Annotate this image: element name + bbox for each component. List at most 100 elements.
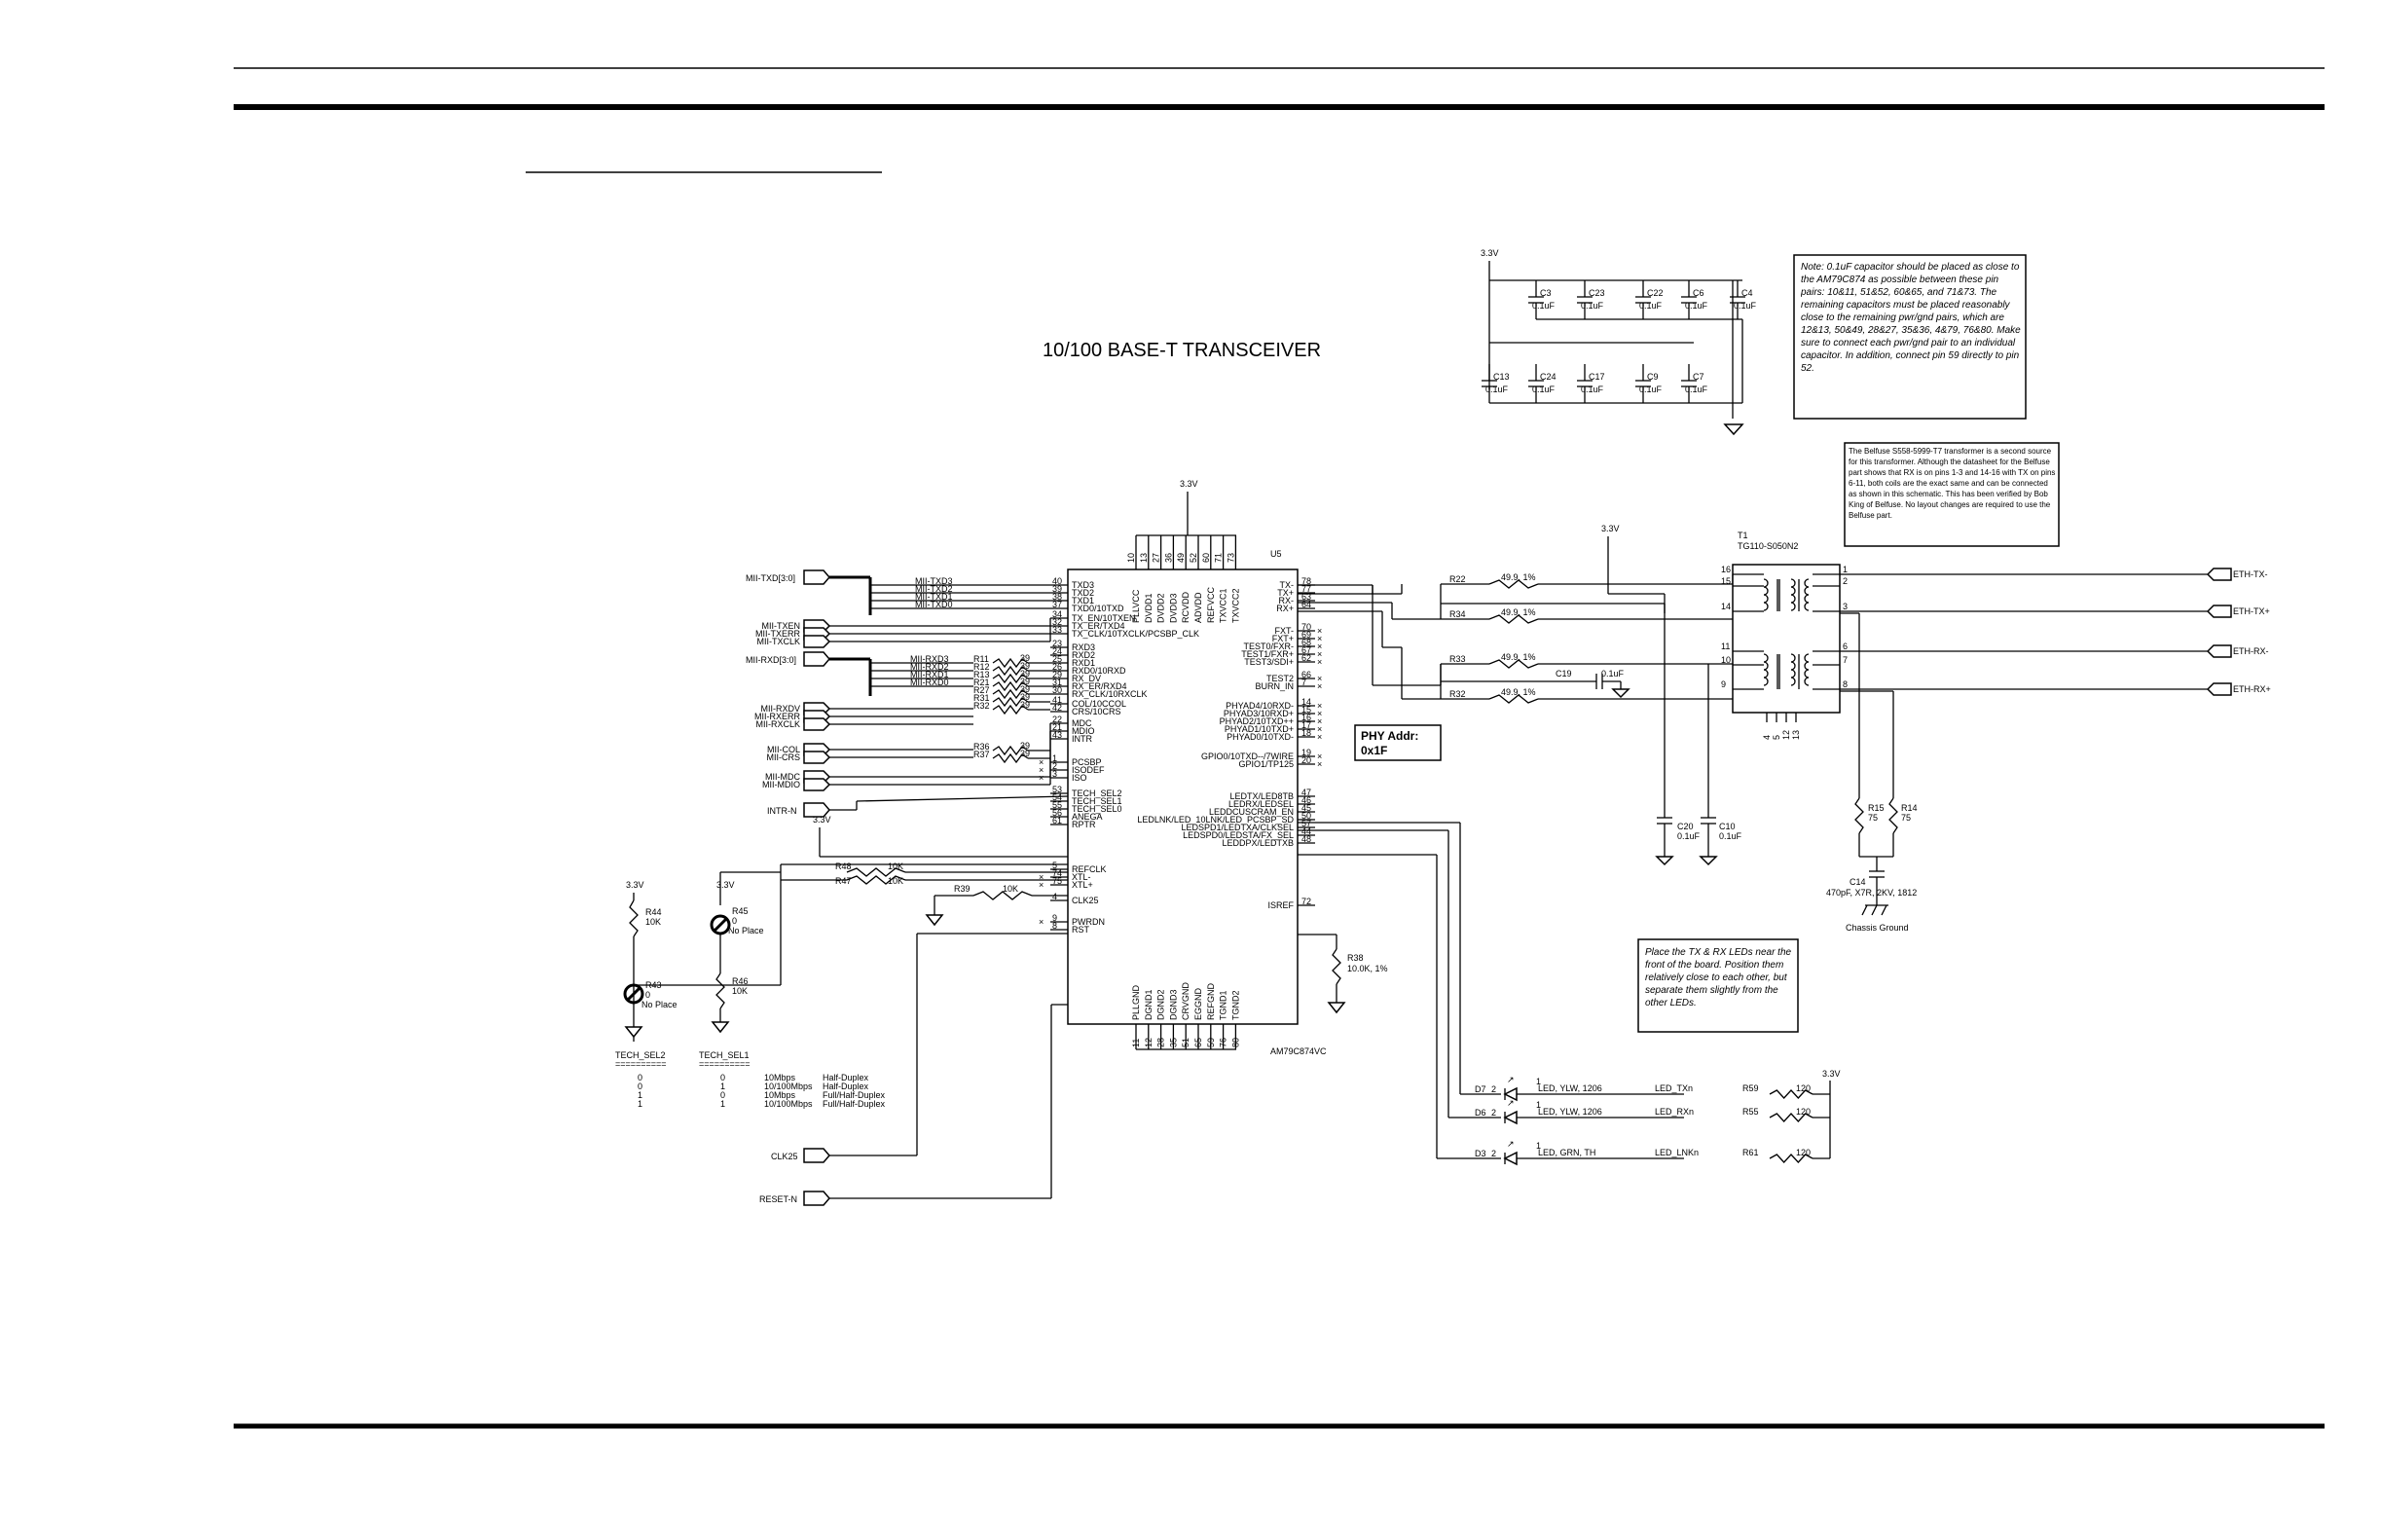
resistor-zigzag xyxy=(992,680,1029,692)
table-cell: Half-Duplex xyxy=(823,1073,869,1082)
xfmr-pin-number: 13 xyxy=(1791,730,1801,740)
no-connect-mark: × xyxy=(1317,752,1322,761)
table-cell: Full/Half-Duplex xyxy=(823,1090,886,1100)
svg-text:10K: 10K xyxy=(732,986,748,996)
svg-text:10.0K, 1%: 10.0K, 1% xyxy=(1347,964,1388,973)
chip-pin-label: MDC xyxy=(1072,718,1092,728)
resistor-value: 120 xyxy=(1796,1148,1811,1157)
xfmr-note-text: The Belfuse S558-5999-T7 transformer is … xyxy=(1849,447,2056,520)
chip-pin-label: RX+ xyxy=(1276,604,1294,613)
table-cell: 1 xyxy=(720,1082,725,1091)
chip-pin-label: DGND3 xyxy=(1168,989,1178,1020)
chip-pin-number: 62 xyxy=(1301,653,1311,663)
svg-text:0.1uF: 0.1uF xyxy=(1719,831,1742,841)
net-port-label: MII-TXCLK xyxy=(756,637,800,646)
no-connect-mark: × xyxy=(1317,681,1322,691)
chip-pin-label: PWRDN xyxy=(1072,917,1105,927)
chip-pin-label: LEDTX/LED8TB xyxy=(1229,791,1294,801)
net-port xyxy=(803,717,831,731)
cap-ref: C13 xyxy=(1493,372,1510,382)
chip-pin-label: DVDD1 xyxy=(1144,593,1154,623)
svg-text:U5: U5 xyxy=(1270,549,1282,559)
chip-pin-label: TEST0/FXR- xyxy=(1243,642,1294,651)
chip-pin-number: 39 xyxy=(1052,584,1062,594)
chip-pin-number: 14 xyxy=(1301,697,1311,707)
net-port-label: MII-COL xyxy=(767,745,800,754)
resistor-zigzag xyxy=(1769,1154,1813,1163)
chip-pin-label: PLLGND xyxy=(1131,984,1141,1020)
chip-pin-number: 20 xyxy=(1301,755,1311,765)
chip-pin-number: 1 xyxy=(1052,753,1057,763)
chip-pin-label: LEDSPD0/LEDSTA/FX_SEL xyxy=(1183,830,1294,840)
svg-text:0.1uF: 0.1uF xyxy=(1601,669,1625,678)
chip-pin-number: 8 xyxy=(1052,921,1057,931)
no-connect-mark: × xyxy=(1317,642,1322,651)
eth-port-label: ETH-RX+ xyxy=(2233,684,2271,694)
chip-pin-label: PHYAD2/10TXD++ xyxy=(1220,716,1294,726)
table-cell: 10/100Mbps xyxy=(764,1082,813,1091)
chip-pin-label: TX_ER/TXD4 xyxy=(1072,621,1125,631)
chip-pin-number: 48 xyxy=(1301,834,1311,844)
coil-winding xyxy=(1790,677,1796,686)
led-part: LED, GRN, TH xyxy=(1538,1148,1595,1157)
chip-pin-number: 21 xyxy=(1052,722,1062,732)
cap-ref: C23 xyxy=(1589,288,1605,298)
chip-pin-label: ADVDD xyxy=(1193,592,1203,623)
chip-pin-label: RST xyxy=(1072,925,1090,935)
svg-text:==========: ========== xyxy=(615,1059,667,1069)
led-pin-number: 1 xyxy=(1536,1141,1541,1151)
chip-pin-number: 31 xyxy=(1052,678,1062,687)
table-cell: 1 xyxy=(720,1099,725,1109)
chip-pin-number: 37 xyxy=(1052,600,1062,609)
svg-text:470pF, X7R, 2KV, 1812: 470pF, X7R, 2KV, 1812 xyxy=(1826,888,1917,898)
net-port-label: MII-RXERR xyxy=(754,712,801,721)
net-port-label: MII-RXCLK xyxy=(755,719,800,729)
svg-text:C10: C10 xyxy=(1719,822,1736,831)
chip-pin-label: TXVCC2 xyxy=(1230,588,1240,623)
table-cell: 0 xyxy=(638,1073,642,1082)
resistor-value: 39 xyxy=(1020,692,1030,702)
chip-pin-number: 70 xyxy=(1301,622,1311,632)
chip-pin-label: XTL+ xyxy=(1072,880,1093,890)
chip-pin-number: 68 xyxy=(1301,638,1311,647)
chip-pin-number: 54 xyxy=(1052,792,1062,802)
chip-pin-number: 46 xyxy=(1301,795,1311,805)
eth-ports: ETH-TX-ETH-TX+ETH-RX-ETH-RX+ R15 75 R14 … xyxy=(1826,568,2271,933)
net-label: MII-RXD3 xyxy=(910,654,949,664)
chip-pin-label: DGND1 xyxy=(1144,989,1154,1020)
svg-text:R34: R34 xyxy=(1449,609,1466,619)
chip-pin-number: 73 xyxy=(1226,553,1235,563)
table-cell: Half-Duplex xyxy=(823,1082,869,1091)
cap-ref: C24 xyxy=(1540,372,1557,382)
resistor-ref: R36 xyxy=(973,742,990,752)
chip-pin-number: 15 xyxy=(1301,705,1311,715)
chip-pin-number: 56 xyxy=(1052,808,1062,818)
chip-pin-number: 78 xyxy=(1301,576,1311,586)
resistor-value: 39 xyxy=(1020,749,1030,758)
eth-port xyxy=(2206,682,2232,696)
cap-value: 0.1uF xyxy=(1581,301,1604,311)
termination-network: 3.3V R22 49.9, 1% R34 49.9, 1% R33 xyxy=(1298,524,1742,866)
chip-pin-label: TXD1 xyxy=(1072,596,1094,605)
chip-pin-number: 59 xyxy=(1206,1038,1216,1047)
chip-pin-label: PHYAD3/10RXD+ xyxy=(1224,709,1294,718)
chip-pin-label: TECH_SEL1 xyxy=(1072,796,1122,806)
xfmr-pin-number: 11 xyxy=(1721,642,1730,651)
xfmr-note: The Belfuse S558-5999-T7 transformer is … xyxy=(1844,442,2060,547)
resistor-ref: R27 xyxy=(973,685,990,695)
cap-value: 0.1uF xyxy=(1532,385,1556,394)
chip-pin-number: 19 xyxy=(1301,748,1311,757)
no-connect-mark: × xyxy=(1317,701,1322,711)
no-connect-mark: × xyxy=(1317,732,1322,742)
table-cell: 10Mbps xyxy=(764,1073,796,1082)
svg-text:R39: R39 xyxy=(954,884,971,894)
resistor-zigzag xyxy=(992,688,1029,700)
eth-port xyxy=(2206,568,2232,581)
chip-pin-number: 25 xyxy=(1052,654,1062,664)
resistor-ref: R13 xyxy=(973,670,990,679)
net-label: MII-RXD1 xyxy=(910,670,949,679)
no-connect-mark: × xyxy=(1039,872,1044,882)
tech-sel-straps: 3.3V R48 10K R47 10K R39 10K 3.3V R44 10… xyxy=(623,815,1068,1042)
chip-pin-number: 38 xyxy=(1052,592,1062,602)
